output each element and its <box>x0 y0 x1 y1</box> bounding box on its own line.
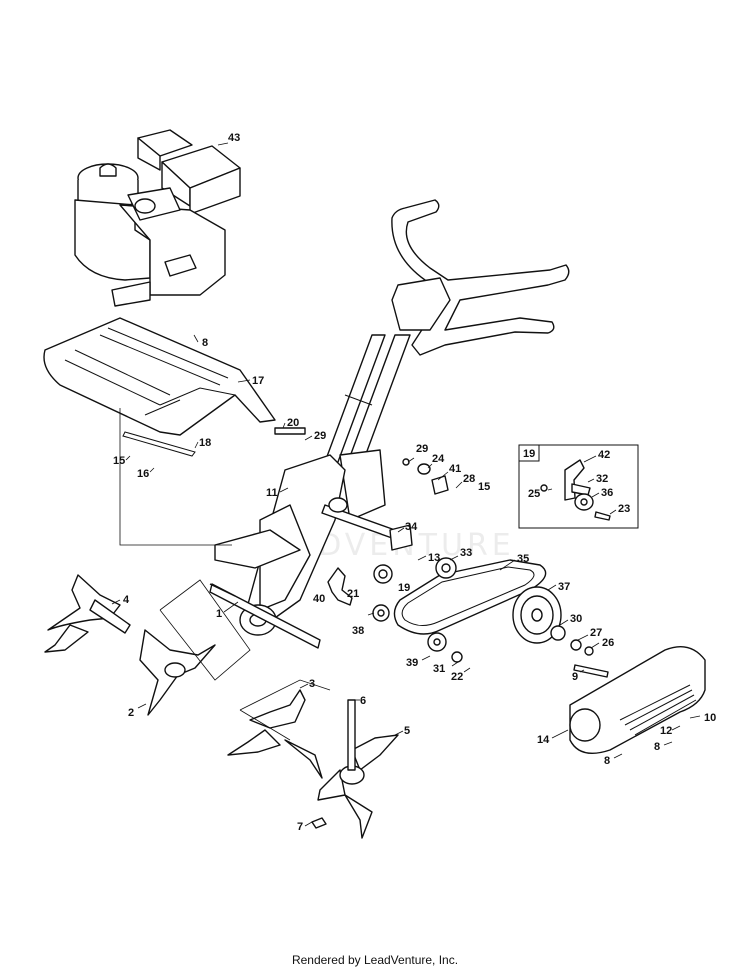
callout-5: 5 <box>404 725 410 737</box>
callout-2: 2 <box>128 707 134 719</box>
callout-3: 3 <box>309 678 315 690</box>
inset-label: 19 <box>523 448 535 460</box>
callout-4: 4 <box>123 594 130 606</box>
callout-8: 8 <box>654 741 660 753</box>
transmission-frame <box>209 449 396 649</box>
callout-33: 33 <box>460 547 472 559</box>
callout-35: 35 <box>517 553 529 565</box>
callout-29: 29 <box>416 443 428 455</box>
handle <box>321 199 570 471</box>
belt-drive <box>372 458 594 663</box>
callout-31: 31 <box>433 663 445 675</box>
callout-28: 28 <box>463 473 475 485</box>
callout-14: 14 <box>537 734 550 746</box>
axle-1 <box>209 583 236 597</box>
inset-callout-25: 25 <box>528 488 540 500</box>
idler-bracket <box>327 567 353 606</box>
callout-41: 41 <box>449 463 461 475</box>
callout-1: 1 <box>216 608 222 620</box>
pin-6 <box>347 699 356 771</box>
pin-7 <box>311 817 327 829</box>
bolt-20 <box>274 427 306 435</box>
callout-38: 38 <box>352 625 364 637</box>
callout-22: 22 <box>451 671 463 683</box>
callout-24: 24 <box>432 453 445 465</box>
tine-shield <box>43 317 276 436</box>
callout-18: 18 <box>199 437 211 449</box>
callout-11: 11 <box>266 487 278 499</box>
bolt-9 <box>573 664 609 678</box>
tine-3 <box>227 689 323 779</box>
callout-37: 37 <box>558 581 570 593</box>
callout-17: 17 <box>252 375 264 387</box>
callout-30: 30 <box>570 613 582 625</box>
belt-cover <box>569 646 706 754</box>
callout-6: 6 <box>360 695 366 707</box>
tine-2 <box>139 629 216 716</box>
callouts: 43 8 17 18 15 16 20 29 11 29 24 41 28 15… <box>113 132 716 833</box>
callout-16: 16 <box>137 468 149 480</box>
callout-8: 8 <box>604 755 610 767</box>
callout-15: 15 <box>113 455 125 467</box>
callout-34: 34 <box>405 521 418 533</box>
callout-15: 15 <box>478 481 490 493</box>
inset-callout-42: 42 <box>598 449 610 461</box>
callout-27: 27 <box>590 627 602 639</box>
footer-credit: Rendered by LeadVenture, Inc. <box>291 953 459 967</box>
callout-12: 12 <box>660 725 672 737</box>
tine-4 <box>44 574 131 653</box>
callout-39: 39 <box>406 657 418 669</box>
tine-5 <box>317 734 399 839</box>
callout-40: 40 <box>313 593 325 605</box>
inset-callout-32: 32 <box>596 473 608 485</box>
callout-19: 19 <box>398 582 410 594</box>
group-box-tines-right <box>239 679 331 741</box>
callout-10: 10 <box>704 712 716 724</box>
inset-19: 19 42 25 32 36 23 <box>518 444 639 529</box>
shield-flap <box>122 431 196 457</box>
callout-8: 8 <box>202 337 208 349</box>
callout-9: 9 <box>572 671 578 683</box>
callout-43: 43 <box>228 132 240 144</box>
callout-13: 13 <box>428 552 440 564</box>
callout-21: 21 <box>347 588 359 600</box>
group-line-shield <box>119 408 232 546</box>
callout-26: 26 <box>602 637 614 649</box>
callout-20: 20 <box>287 417 299 429</box>
group-box-tines-left <box>159 579 251 681</box>
inset-callout-36: 36 <box>601 487 613 499</box>
inset-callout-23: 23 <box>618 503 630 515</box>
engine <box>74 129 241 307</box>
callout-29: 29 <box>314 430 326 442</box>
leader-lines <box>111 142 701 827</box>
callout-7: 7 <box>297 821 303 833</box>
